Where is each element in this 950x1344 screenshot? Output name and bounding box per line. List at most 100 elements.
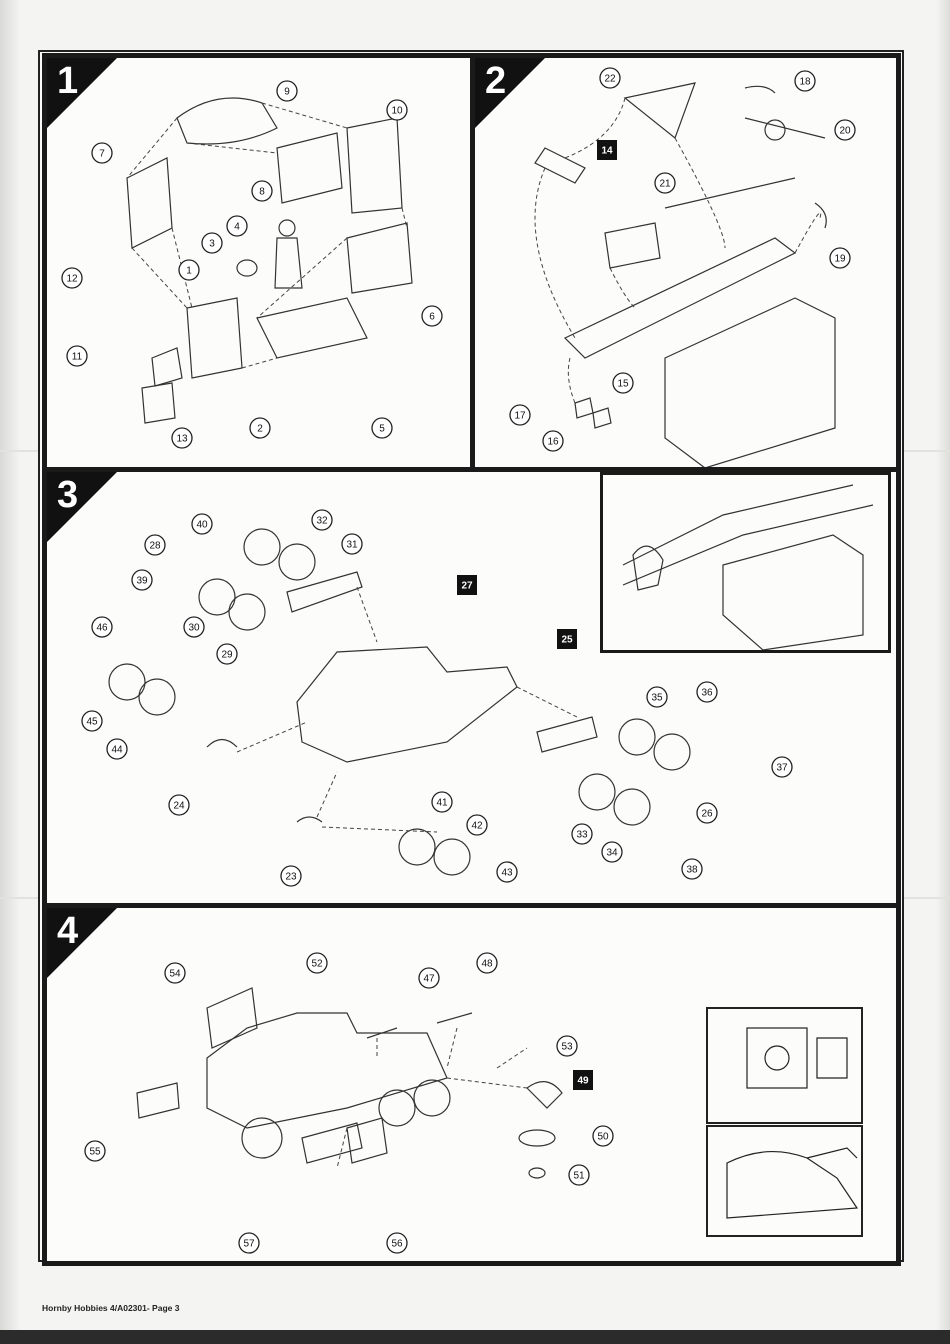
part-number-callout: 18 [795, 71, 815, 91]
part-number-label: 31 [346, 540, 358, 551]
part-number-callout: 33 [572, 824, 592, 844]
front-hook-right [593, 408, 611, 428]
part-number-label: 49 [577, 1076, 589, 1087]
wheel [229, 594, 265, 630]
part-number-label: 51 [573, 1171, 585, 1182]
part-number-callout: 6 [422, 306, 442, 326]
part-number-callout: 23 [281, 866, 301, 886]
part-number-callout: 28 [145, 535, 165, 555]
part-number-label: 6 [429, 312, 435, 323]
part-number-label: 29 [221, 650, 233, 661]
cab-body [665, 298, 835, 468]
part-number-label: 30 [188, 623, 200, 634]
part-number-label: 19 [834, 254, 846, 265]
part-number-callout: 44 [107, 739, 127, 759]
bottom-edge [0, 1330, 950, 1344]
part-number-label: 56 [391, 1239, 403, 1250]
part-number-callout: 5 [372, 418, 392, 438]
part-number-label: 22 [604, 74, 616, 85]
wheel [579, 774, 615, 810]
part-number-callout: 14 [597, 140, 617, 160]
drive-shaft [665, 178, 795, 208]
engine-block [605, 223, 660, 268]
part-number-label: 45 [86, 717, 98, 728]
part-number-label: 39 [136, 576, 148, 587]
part-number-label: 23 [285, 872, 297, 883]
stowage-box [347, 1118, 387, 1163]
part-number-callout: 45 [82, 711, 102, 731]
part-number-label: 5 [379, 424, 385, 435]
part-number-label: 13 [176, 434, 188, 445]
part-number-label: 38 [686, 865, 698, 876]
part-number-label: 7 [99, 149, 105, 160]
part-number-label: 35 [651, 693, 663, 704]
part-number-label: 43 [501, 868, 513, 879]
part-number-callout: 36 [697, 682, 717, 702]
part-number-label: 37 [776, 763, 788, 774]
part-number-callout: 4 [227, 216, 247, 236]
step-number: 4 [57, 910, 78, 953]
part-number-label: 25 [561, 635, 573, 646]
part-number-label: 40 [196, 520, 208, 531]
front-hook-left [575, 398, 593, 418]
cab-body [723, 535, 863, 650]
rear-axle-bogie [287, 572, 362, 612]
part-number-label: 44 [111, 745, 123, 756]
tractor-body [207, 1013, 447, 1128]
part-number-callout: 32 [312, 510, 332, 530]
part-number-label: 17 [514, 411, 526, 422]
part-number-label: 48 [481, 959, 493, 970]
part-number-callout: 20 [835, 120, 855, 140]
part-number-label: 50 [597, 1132, 609, 1143]
part-number-label: 14 [601, 146, 613, 157]
part-number-label: 20 [839, 126, 851, 137]
part-number-label: 11 [72, 352, 83, 363]
part-number-label: 27 [461, 581, 473, 592]
part-number-callout: 47 [419, 968, 439, 988]
part-number-callout: 50 [593, 1126, 613, 1146]
tow-frame [625, 83, 695, 138]
part-number-callout: 34 [602, 842, 622, 862]
part-number-callout: 42 [467, 815, 487, 835]
spring-hanger-front [745, 86, 775, 93]
wheel [434, 839, 470, 875]
step-number: 2 [485, 60, 506, 103]
cab-frame-piece [347, 118, 402, 213]
part-number-label: 26 [701, 809, 713, 820]
part-number-callout: 35 [647, 687, 667, 707]
part-number-callout: 13 [172, 428, 192, 448]
part-number-label: 2 [257, 424, 263, 435]
part-number-callout: 11 [67, 346, 87, 366]
part-number-label: 55 [89, 1147, 101, 1158]
part-number-callout: 8 [252, 181, 272, 201]
part-number-label: 34 [606, 848, 618, 859]
part-number-callout: 46 [92, 617, 112, 637]
tow-hitch [535, 148, 585, 183]
part-number-callout: 21 [655, 173, 675, 193]
part-number-label: 46 [96, 623, 108, 634]
wheel [279, 544, 315, 580]
axle-differential [765, 120, 785, 140]
part-number-callout: 15 [613, 373, 633, 393]
part-number-callout: 3 [202, 233, 222, 253]
cab-step [142, 383, 175, 423]
part-number-callout: 12 [62, 268, 82, 288]
part-number-callout: 55 [85, 1141, 105, 1161]
part-number-callout: 51 [569, 1165, 589, 1185]
part-number-callout: 57 [239, 1233, 259, 1253]
part-number-callout: 30 [184, 617, 204, 637]
coupling-pin [529, 1168, 545, 1178]
front-mudguard [207, 740, 237, 748]
step-4-inset [707, 1008, 862, 1236]
part-number-label: 16 [547, 437, 559, 448]
part-number-label: 18 [799, 77, 811, 88]
part-number-callout: 27 [457, 575, 477, 595]
cab-rear-panel [277, 133, 342, 203]
part-number-callout: 9 [277, 81, 297, 101]
driver-figure-body [275, 238, 302, 288]
part-number-callout: 1 [179, 260, 199, 280]
inset-diagram [603, 475, 888, 650]
part-number-callout: 43 [497, 862, 517, 882]
wheel [399, 829, 435, 865]
